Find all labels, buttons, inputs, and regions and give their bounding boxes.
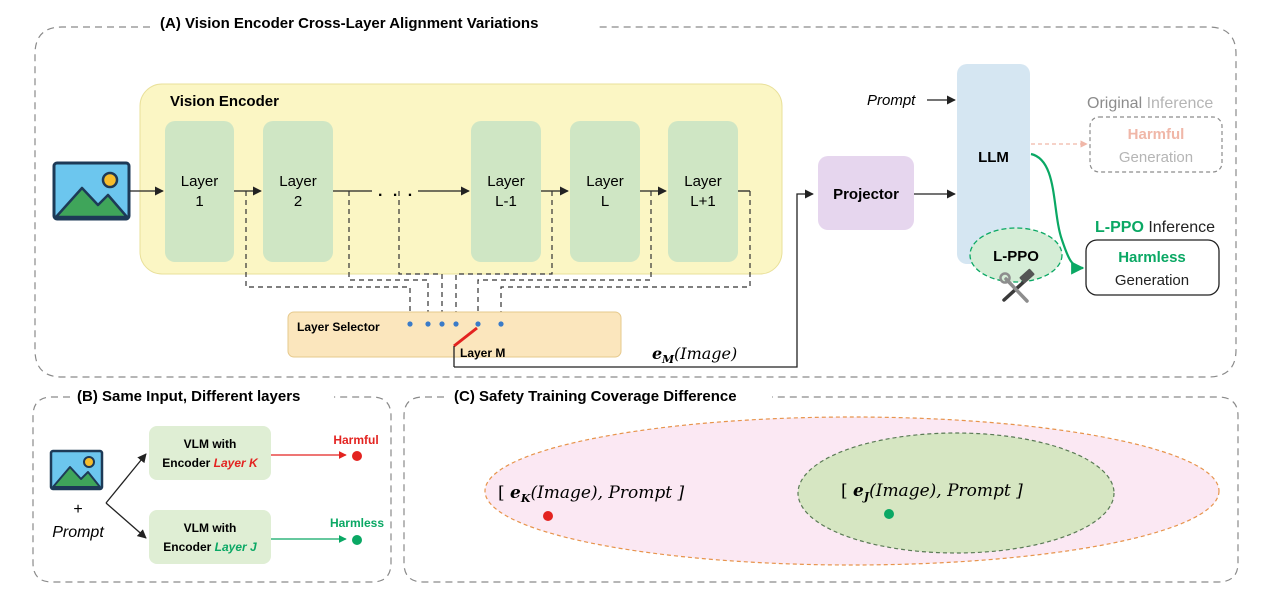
panel-a-frame: [34, 26, 1237, 378]
vlm-j-line1: VLM with: [184, 521, 237, 535]
svg-text:(Image): (Image): [674, 344, 737, 363]
harmful-generation-box: [1089, 116, 1223, 173]
harmful-label: Harmful: [333, 433, 378, 447]
panel-a: (A) Vision Encoder Cross-Layer Alignment…: [34, 15, 1237, 378]
coverage-right-label: [ eJ(Image), Prompt ]: [841, 481, 1023, 503]
harmful-generation-line2: Generation: [1119, 149, 1193, 166]
harmful-dot: [352, 451, 362, 461]
svg-text:e: e: [652, 344, 662, 363]
llm-to-harmless-arrow: [1030, 152, 1085, 275]
layer-l-minus-1-number: L-1: [495, 193, 517, 210]
lppo-inference-title: L-PPO Inference: [1095, 219, 1215, 236]
harmless-generation-line1: Harmless: [1118, 249, 1186, 266]
vlm-k-line1: VLM with: [184, 437, 237, 451]
hammer-wrench-icon: [999, 268, 1035, 303]
llm-box: [957, 64, 1030, 264]
layer-1-label: Layer: [181, 173, 219, 190]
layer-l-plus-1-label: Layer: [684, 173, 722, 190]
panel-a-title: (A) Vision Encoder Cross-Layer Alignment…: [160, 15, 538, 32]
lppo-badge-label: L-PPO: [993, 248, 1039, 265]
layer-box-2: Layer 2: [263, 121, 333, 262]
harmless-generation-box: [1085, 239, 1220, 296]
coverage-inner-ellipse: [797, 432, 1115, 554]
layer-box-l: Layer L: [570, 121, 640, 262]
vlm-k-line2: Encoder Layer K: [162, 456, 259, 470]
panel-c-frame: [403, 396, 1239, 583]
input-image-icon-small: [49, 449, 104, 491]
layer-ellipsis: . . .: [378, 183, 415, 200]
layer-box-1: Layer 1: [165, 121, 234, 262]
projector-label: Projector: [833, 186, 899, 203]
layer-2-number: 2: [294, 193, 302, 210]
original-inference-title: Original Inference: [1087, 95, 1213, 112]
vlm-layer-j-box: [149, 510, 271, 564]
coverage-harmful-dot: [543, 511, 553, 521]
harmless-dot: [352, 535, 362, 545]
layer-box-l-plus-1: Layer L+1: [668, 121, 738, 262]
embedding-path: [454, 189, 814, 368]
selector-ports: [407, 321, 504, 327]
layer-1-number: 1: [195, 193, 203, 210]
harmless-generation-line2: Generation: [1115, 272, 1189, 289]
embedding-label: e M (Image): [652, 344, 737, 366]
projector-box: [818, 156, 914, 230]
harmless-label: Harmless: [330, 516, 384, 530]
layer-l-label: Layer: [586, 173, 624, 190]
harmful-generation-line1: Harmful: [1128, 126, 1185, 143]
svg-text:M: M: [661, 353, 675, 366]
plus-sign: +: [73, 501, 82, 518]
layer-l-minus-1-label: Layer: [487, 173, 525, 190]
lppo-badge: [969, 227, 1063, 283]
panel-c: (C) Safety Training Coverage Difference …: [403, 388, 1239, 583]
layer-tap-lines: [245, 191, 751, 322]
panel-b-title: (B) Same Input, Different layers: [77, 388, 300, 405]
selector-switch-line: [453, 326, 478, 348]
layer-2-label: Layer: [279, 173, 317, 190]
prompt-label-b: Prompt: [52, 524, 104, 541]
fork-arrow-up: [105, 453, 147, 504]
vision-encoder-title: Vision Encoder: [170, 93, 279, 110]
layer-box-l-minus-1: Layer L-1: [471, 121, 541, 262]
panel-c-title: (C) Safety Training Coverage Difference: [454, 388, 737, 405]
vlm-j-line2: Encoder Layer J: [163, 540, 257, 554]
coverage-left-label: [ eK(Image), Prompt ]: [498, 483, 684, 505]
prompt-label-a: Prompt: [867, 92, 916, 109]
panel-b: (B) Same Input, Different layers + Promp…: [32, 388, 392, 583]
fork-arrow-down: [105, 502, 147, 539]
layer-l-plus-1-number: L+1: [690, 193, 715, 210]
layer-selector-label: Layer Selector: [297, 320, 380, 334]
panel-b-frame: [32, 396, 392, 583]
coverage-harmless-dot: [884, 509, 894, 519]
input-image-icon: [52, 161, 131, 221]
layer-m-label: Layer M: [460, 346, 505, 360]
layer-l-number: L: [601, 193, 609, 210]
llm-label: LLM: [978, 149, 1009, 166]
vlm-layer-k-box: [149, 426, 271, 480]
